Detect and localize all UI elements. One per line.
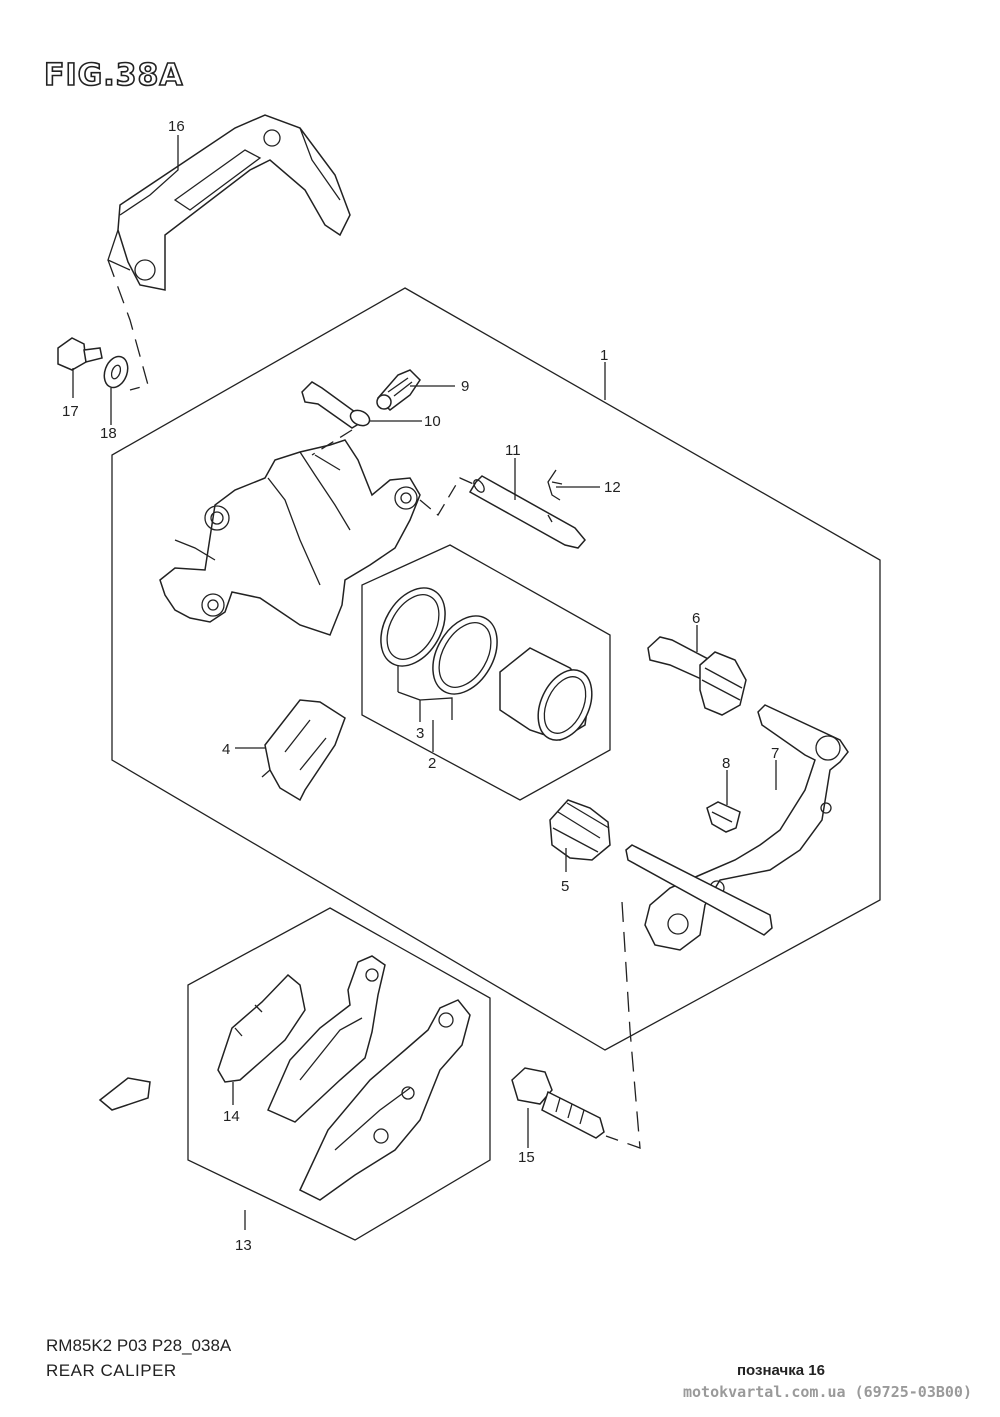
callout-6: 6 bbox=[692, 610, 700, 627]
holder-bolt-part bbox=[511, 1067, 605, 1139]
diagram-code: RM85K2 P03 P28_038A bbox=[46, 1336, 232, 1355]
bleeder-valve-part bbox=[376, 369, 421, 411]
callout-1: 1 bbox=[600, 347, 608, 364]
callout-16: 16 bbox=[168, 118, 185, 135]
bracket-bolt-dashed-line bbox=[107, 259, 149, 391]
diagram-caption: REAR CALIPER bbox=[46, 1361, 177, 1380]
callout-18: 18 bbox=[100, 425, 117, 442]
callout-17: 17 bbox=[62, 403, 79, 420]
callout-9: 9 bbox=[461, 378, 469, 395]
piston-boot-part bbox=[549, 799, 611, 861]
callout-15: 15 bbox=[518, 1149, 535, 1166]
caliper-bracket-part bbox=[107, 114, 351, 291]
piston-seal-group-outline bbox=[361, 544, 611, 801]
callout-7: 7 bbox=[771, 745, 779, 762]
caliper-holder-part bbox=[625, 704, 849, 951]
callout-3: 3 bbox=[416, 725, 424, 742]
caliper-assembly-outline bbox=[111, 287, 881, 1051]
front-direction-arrow-icon bbox=[98, 1077, 151, 1111]
slide-pin-part bbox=[647, 636, 747, 716]
page-mark: позначка 16 bbox=[737, 1362, 825, 1379]
source-watermark: motokvartal.com.ua (69725-03B00) bbox=[683, 1383, 972, 1401]
holder-bolt-dashed-line bbox=[605, 901, 641, 1149]
callout-10: 10 bbox=[424, 413, 441, 430]
caliper-body-part bbox=[159, 439, 421, 636]
pin-clip-part bbox=[547, 469, 563, 501]
brake-pad-inner-part bbox=[267, 955, 386, 1123]
pad-pin-dashed-line bbox=[419, 477, 479, 516]
bleeder-cap-part bbox=[301, 381, 371, 429]
pad-shim-part bbox=[217, 973, 306, 1083]
callout-2: 2 bbox=[428, 755, 436, 772]
callout-8: 8 bbox=[722, 755, 730, 772]
pad-spring-part bbox=[261, 699, 346, 802]
callout-leaders bbox=[72, 135, 777, 1230]
figure-title: FIG.38A bbox=[43, 57, 184, 94]
callout-14: 14 bbox=[223, 1108, 240, 1125]
brake-pad-group-outline bbox=[187, 907, 491, 1241]
pad-pin-part bbox=[468, 475, 586, 549]
brake-pad-outer-part bbox=[299, 999, 471, 1201]
callout-11: 11 bbox=[505, 442, 521, 459]
bracket-washer-part bbox=[103, 355, 129, 389]
bracket-bolt-part bbox=[57, 337, 103, 371]
bleeder-cap-dashed-line bbox=[311, 429, 353, 456]
holder-retainer-part bbox=[706, 801, 741, 833]
piston-part bbox=[499, 647, 593, 741]
callout-5: 5 bbox=[561, 878, 569, 895]
callout-13: 13 bbox=[235, 1237, 252, 1254]
piston-seals-part bbox=[380, 587, 498, 695]
callout-4: 4 bbox=[222, 741, 230, 758]
callout-12: 12 bbox=[604, 479, 621, 496]
